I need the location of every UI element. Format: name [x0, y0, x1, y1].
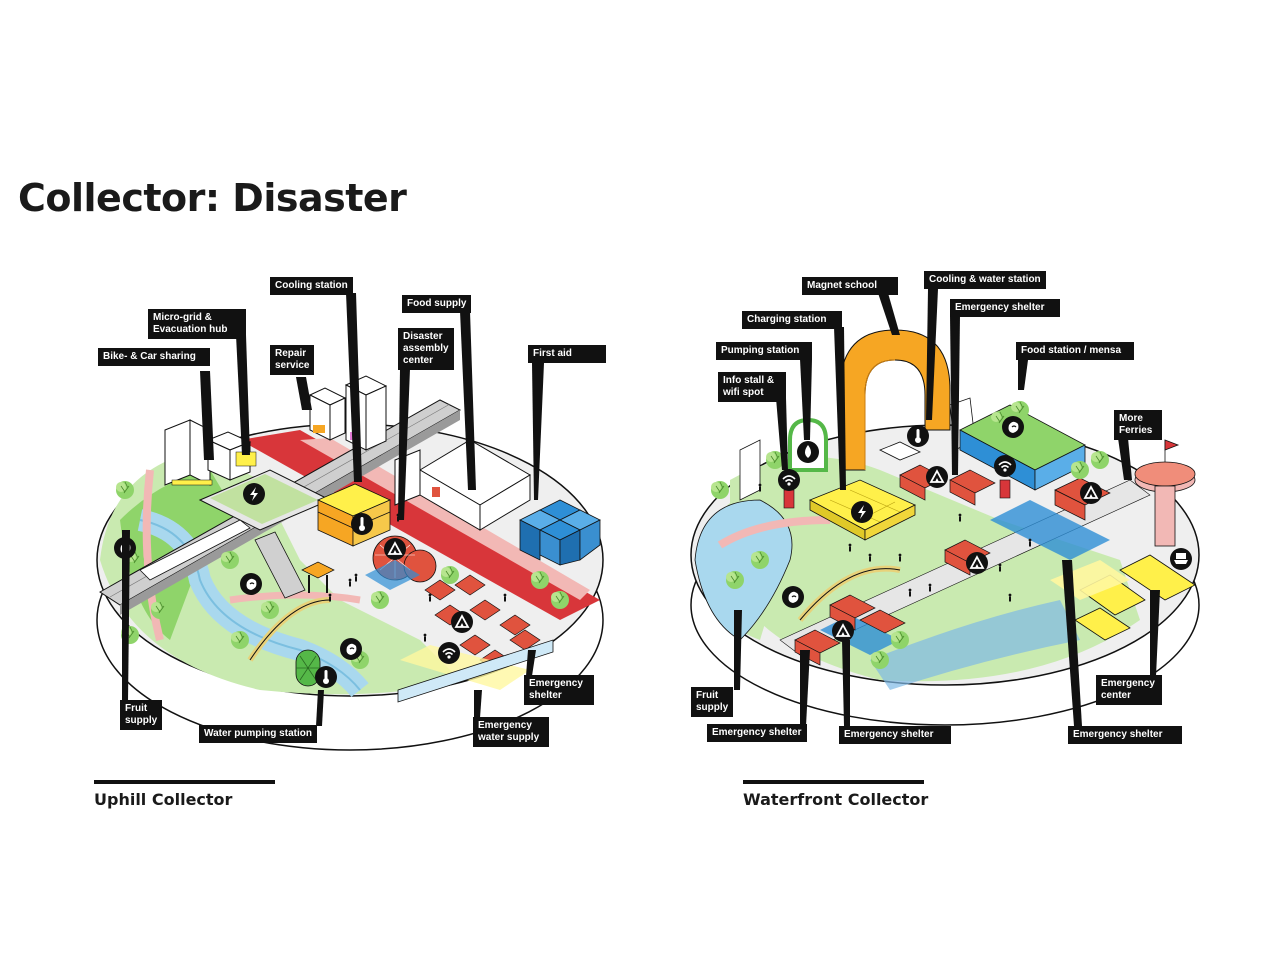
label-cooling-water-station: Cooling & water station — [924, 271, 1046, 289]
fruit-icon — [339, 637, 363, 661]
caption-uphill-collector: Uphill Collector — [94, 790, 233, 809]
tent-icon — [383, 537, 407, 561]
label-fruit-supply: Fruit supply — [691, 687, 734, 717]
ferry-icon — [1170, 548, 1192, 570]
thermometer-icon — [907, 425, 929, 447]
lightning-icon — [851, 501, 873, 523]
label-micro-grid-evacuation-hub: Micro-grid & Evacuation hub — [148, 309, 246, 339]
caption-waterfront-collector: Waterfront Collector — [743, 790, 929, 809]
label-repair-service: Repair service — [270, 345, 315, 375]
label-more-ferries: More Ferries — [1114, 410, 1162, 440]
label-emergency-water-supply: Emergency water supply — [473, 717, 549, 747]
tent-icon — [450, 610, 474, 634]
label-pumping-station: Pumping station — [716, 342, 812, 360]
thermometer-icon — [351, 513, 373, 535]
fruit-icon — [781, 585, 805, 609]
caption-rule-waterfront — [743, 780, 924, 784]
label-charging-station: Charging station — [742, 311, 842, 329]
uphill-leader-lines — [122, 293, 544, 726]
page-title: Collector: Disaster — [18, 176, 407, 220]
label-first-aid: First aid — [528, 345, 606, 363]
caption-rule-uphill — [94, 780, 275, 784]
water-drop-icon — [797, 441, 819, 463]
tent-icon — [965, 551, 989, 575]
uphill-platform — [96, 375, 604, 751]
waterfront-leader-lines — [734, 289, 1160, 726]
tent-icon — [1079, 481, 1103, 505]
fruit-icon — [1001, 415, 1025, 439]
label-water-pumping-station: Water pumping station — [199, 725, 317, 743]
label-cooling-station: Cooling station — [270, 277, 353, 295]
label-bike-car-sharing: Bike- & Car sharing — [98, 348, 210, 366]
lightning-icon — [243, 483, 265, 505]
tent-icon — [925, 465, 949, 489]
wifi-icon — [777, 468, 801, 492]
label-food-station-mensa: Food station / mensa — [1016, 342, 1134, 360]
label-fruit-supply: Fruit supply — [120, 700, 163, 730]
label-info-stall-wifi-spot: Info stall & wifi spot — [718, 372, 786, 402]
wifi-icon — [437, 641, 461, 665]
label-emergency-shelter: Emergency shelter — [524, 675, 594, 705]
label-food-supply: Food supply — [402, 295, 472, 313]
label-emergency-shelter-top: Emergency shelter — [950, 299, 1060, 317]
label-emergency-shelter: Emergency shelter — [1068, 726, 1182, 744]
fruit-icon — [239, 572, 263, 596]
label-emergency-shelter: Emergency shelter — [839, 726, 951, 744]
label-emergency-shelter: Emergency shelter — [707, 724, 807, 742]
label-magnet-school: Magnet school — [802, 277, 898, 295]
label-disaster-assembly-center: Disaster assembly center — [398, 328, 454, 370]
wifi-icon — [993, 454, 1017, 478]
tent-icon — [831, 619, 855, 643]
thermometer-icon — [315, 666, 337, 688]
label-emergency-center: Emergency center — [1096, 675, 1162, 705]
